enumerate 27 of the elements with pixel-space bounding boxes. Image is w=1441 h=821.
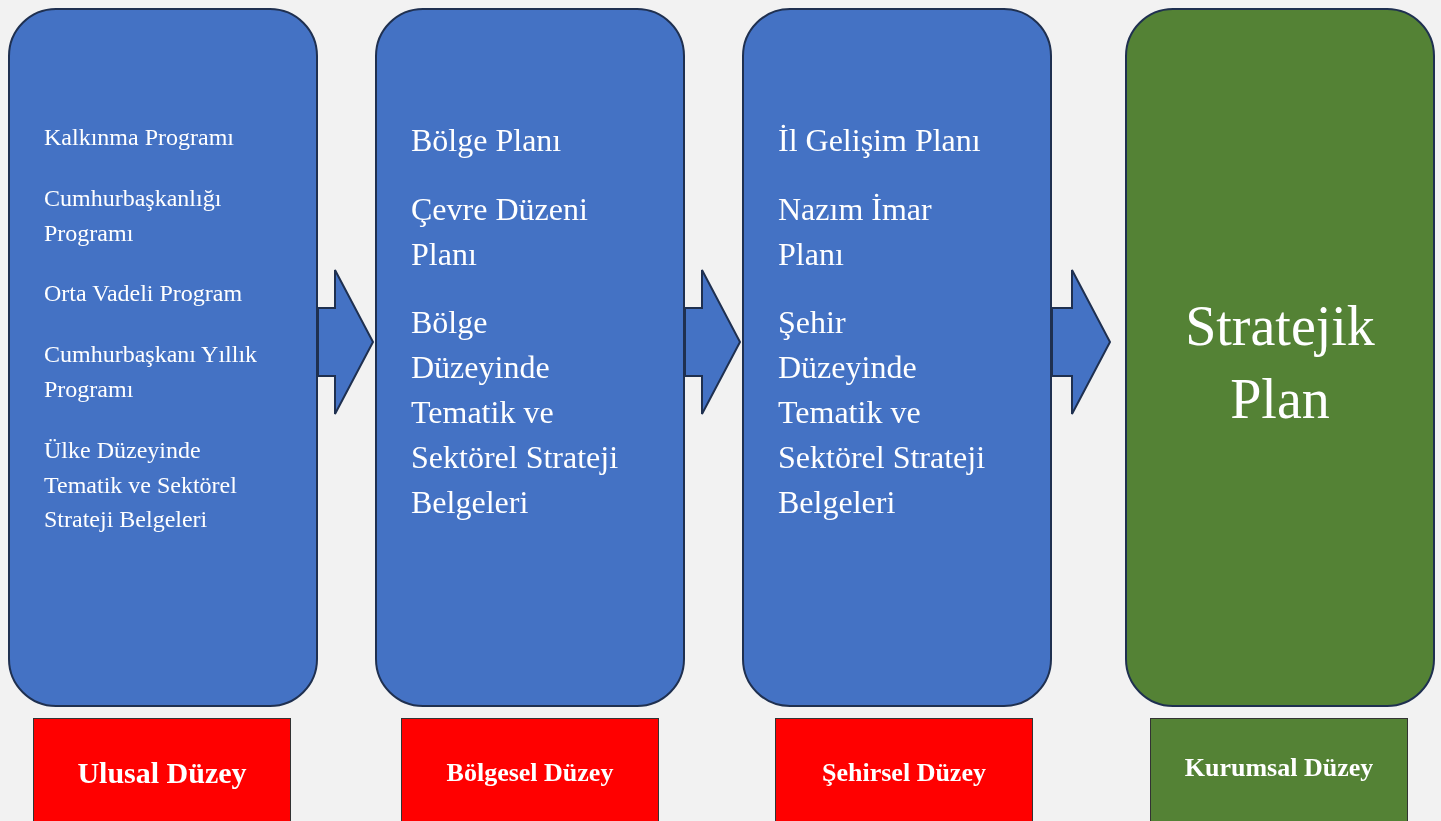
- item-text: Bölge Düzeyinde Tematik ve Sektörel Strateji Belgeleri: [411, 303, 620, 522]
- item-text: Ülke Düzeyinde Tematik ve Sektörel Strateji Belgeleri: [44, 435, 238, 535]
- level-box: [401, 718, 659, 821]
- item-text: Cumhurbaşkanı Yıllık Programı: [44, 340, 259, 404]
- item-text: İl Gelişim Planı: [778, 121, 982, 160]
- block-arrow: [317, 269, 375, 415]
- rounded-box: [742, 8, 1052, 707]
- block-arrow: [684, 269, 742, 415]
- item-text: Cumhurbaşkanlığı Programı: [44, 183, 223, 248]
- level-box: [33, 718, 291, 821]
- level-box: [775, 718, 1033, 821]
- level-label: Bölgesel Düzey: [446, 757, 614, 789]
- level-label: Ulusal Düzey: [77, 755, 247, 791]
- item-text: Bölge Planı: [411, 121, 563, 160]
- item-text: Şehir Düzeyinde Tematik ve Sektörel Strateji Belgeleri: [778, 303, 987, 522]
- item-text: Stratejik Plan: [1184, 294, 1376, 432]
- rounded-box: [375, 8, 685, 707]
- rounded-box: [1125, 8, 1435, 707]
- level-box: [1150, 718, 1408, 821]
- level-label: Kurumsal Düzey: [1184, 752, 1374, 784]
- item-text: Orta Vadeli Program: [44, 279, 244, 309]
- block-arrow: [1051, 269, 1112, 415]
- level-label: Şehirsel Düzey: [822, 757, 986, 789]
- item-text: Kalkınma Programı: [44, 123, 235, 152]
- rounded-box: [8, 8, 318, 707]
- item-text: Nazım İmar Planı: [778, 189, 933, 274]
- item-text: Çevre Düzeni Planı: [411, 189, 589, 274]
